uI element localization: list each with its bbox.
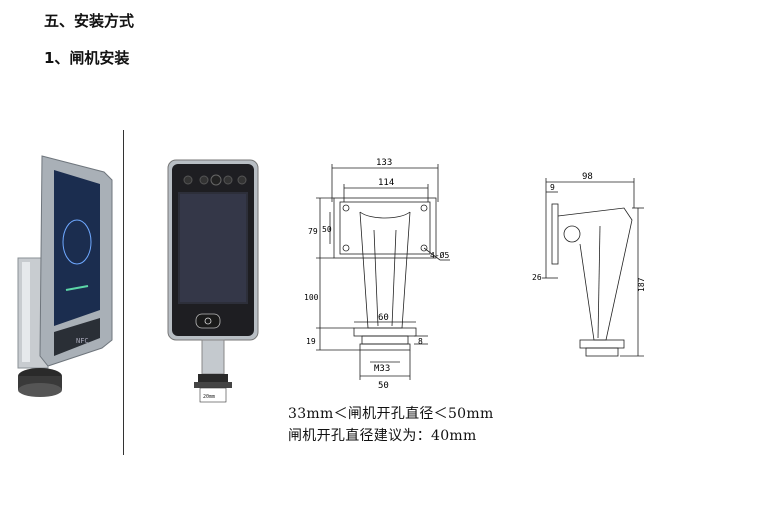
- divider-line: [123, 130, 124, 455]
- dim-nut-height: 8: [418, 337, 423, 346]
- dim-plate-thickness: 9: [550, 183, 555, 192]
- hole-diameter-range-note: 33mm＜闸机开孔直径＜50mm: [288, 406, 494, 422]
- dim-thread: M33: [374, 364, 390, 374]
- front-view-drawing: 133 114 50 79 100 19 60 M33 50 8 4-Ø5: [304, 158, 450, 391]
- section-heading: 五、安装方式: [44, 12, 135, 30]
- nfc-label: NFC: [76, 337, 89, 345]
- dim-flange-width: 60: [378, 313, 389, 323]
- device-perspective-image: NFC: [17, 155, 113, 397]
- dim-bottom-width: 50: [378, 381, 389, 391]
- dim-depth: 98: [582, 172, 593, 182]
- dim-overall-width: 133: [376, 158, 392, 168]
- hole-diameter-suggestion-note: 闸机开孔直径建议为：40mm: [288, 428, 477, 444]
- dim-plate-height: 79: [308, 227, 318, 236]
- dim-holes: 4-Ø5: [430, 250, 449, 260]
- dim-base-height: 19: [306, 337, 316, 346]
- dim-offset: 26: [532, 273, 542, 282]
- dim-total-height: 187: [637, 277, 646, 292]
- dim-hole-height: 50: [322, 225, 332, 234]
- device-front-image: 20mm: [167, 159, 259, 403]
- dim-hole-spacing: 114: [378, 178, 394, 188]
- side-view-drawing: 98 9 26 187: [532, 172, 646, 357]
- subsection-heading: 1、闸机安装: [44, 49, 130, 67]
- dim-neck-height: 100: [304, 293, 319, 302]
- base-label: 20mm: [203, 394, 215, 400]
